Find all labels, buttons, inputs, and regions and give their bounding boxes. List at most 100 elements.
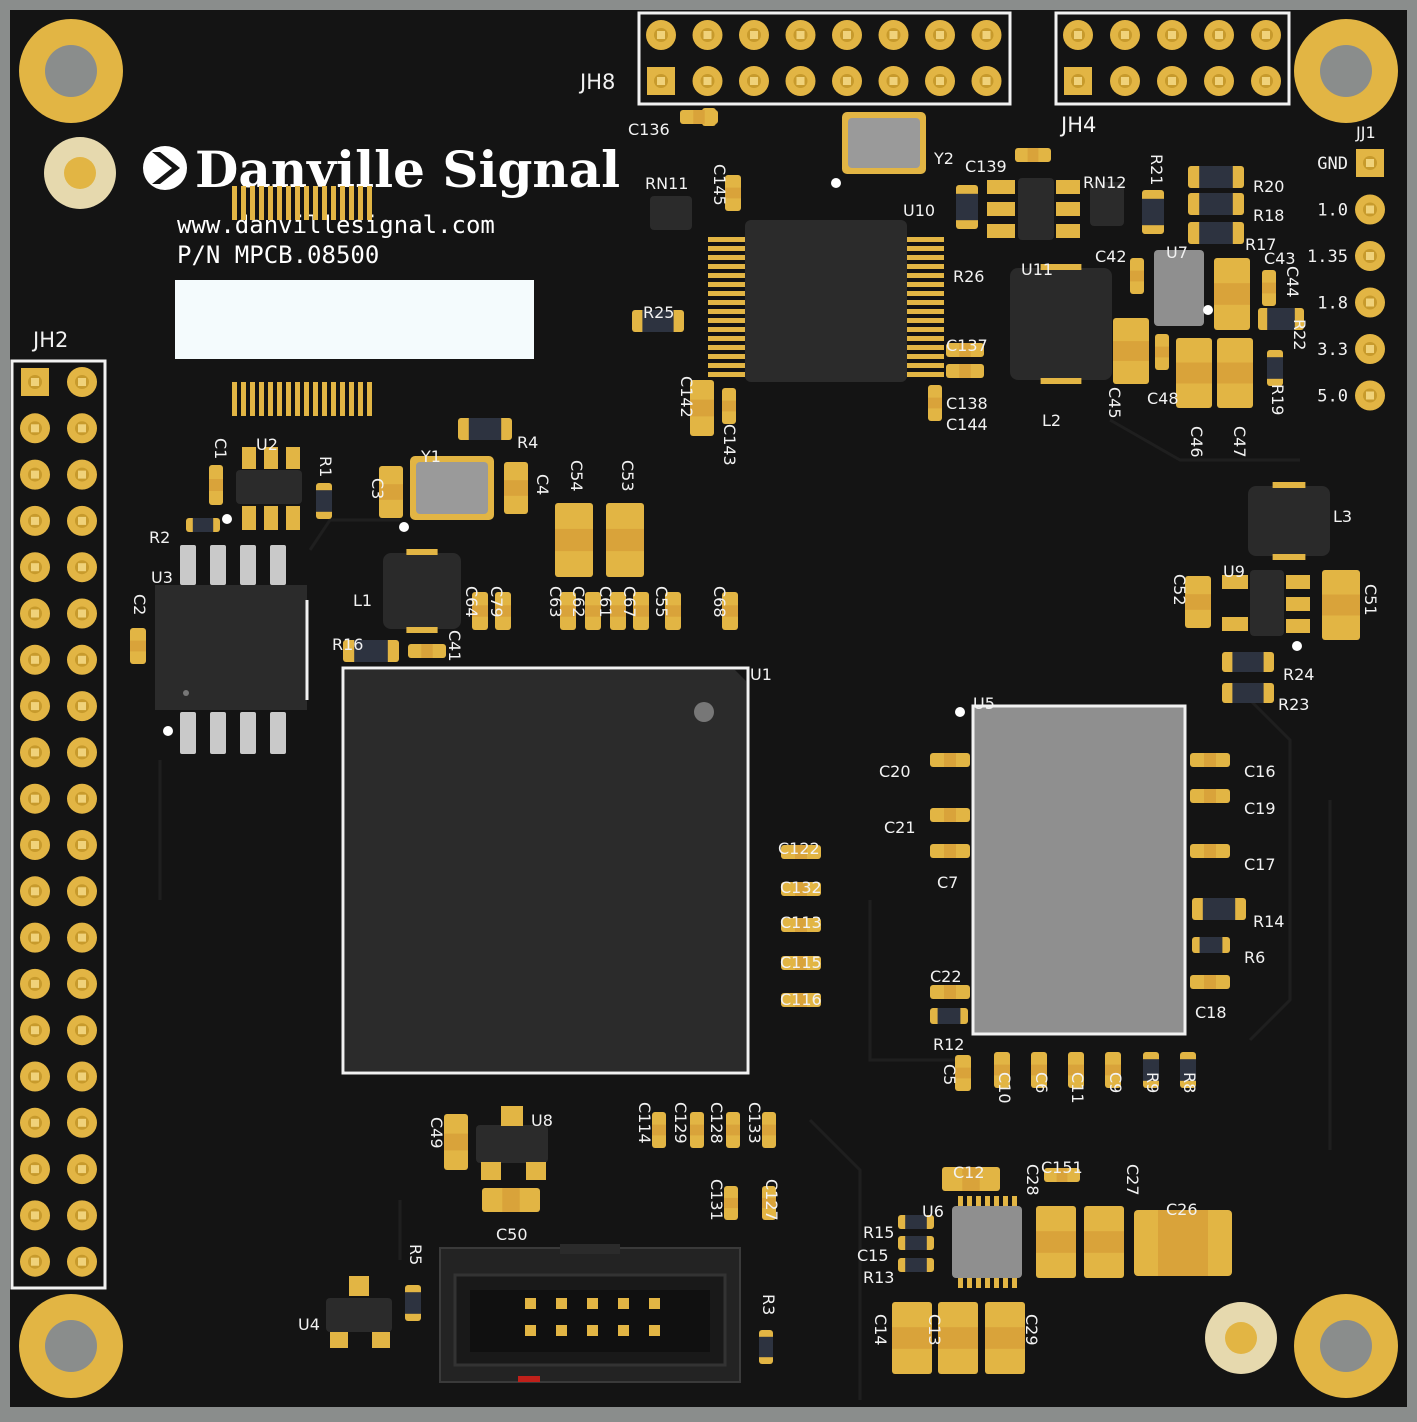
- qfp-pin: [367, 186, 372, 220]
- smd-capacitor: [994, 1052, 1010, 1088]
- ref-designator: U7: [1166, 243, 1188, 262]
- smd-capacitor: [379, 466, 403, 518]
- jh2-pin: [20, 1107, 50, 1138]
- jj1-pad: [1355, 334, 1385, 364]
- jh8-pin: [646, 20, 676, 50]
- jh4-pin: [1110, 20, 1140, 50]
- qfp-pin: [907, 354, 944, 359]
- jh2-pin: [67, 1154, 97, 1185]
- jh2-pin: [67, 1200, 97, 1231]
- smd-capacitor: [1262, 270, 1276, 306]
- th1-pin: [649, 1298, 660, 1309]
- jh2-pin: [67, 644, 97, 675]
- ref-designator: C26: [1166, 1200, 1198, 1219]
- ref-designator: R3: [759, 1294, 778, 1315]
- smd-capacitor: [482, 1188, 540, 1212]
- qfp-pin: [268, 382, 273, 416]
- mounting-hole-icon: [1294, 19, 1398, 123]
- smd-resistor: [1267, 350, 1283, 386]
- u5-shield: [955, 704, 1187, 1036]
- ref-designator: C1: [211, 438, 230, 459]
- qfp-pin: [241, 186, 246, 220]
- jh2-pin: [67, 691, 97, 722]
- jh2-pin: [67, 459, 97, 490]
- qfp-pin: [708, 354, 745, 359]
- smd-capacitor: [722, 592, 738, 630]
- ref-designator: C61: [596, 586, 615, 618]
- jh2-pin: [20, 783, 50, 814]
- mounting-hole-icon: [19, 1294, 123, 1398]
- jh2-pin: [20, 691, 50, 722]
- smd-capacitor: [1185, 576, 1211, 628]
- smd-resistor: [1188, 166, 1244, 188]
- ref-designator: R23: [1278, 695, 1309, 714]
- smd-resistor: [343, 640, 399, 662]
- smd-capacitor: [555, 503, 593, 577]
- th1-pin: [587, 1298, 598, 1309]
- jh4-pin: [1251, 66, 1281, 96]
- ref-designator: C28: [1023, 1164, 1042, 1196]
- smd-resistor: [1188, 222, 1244, 244]
- smd-capacitor: [930, 753, 970, 767]
- jh8-pin: [925, 20, 955, 50]
- ref-designator: U10: [903, 201, 935, 220]
- u2-chip: [236, 470, 302, 504]
- smd-resistor: [1142, 190, 1164, 234]
- jh4-label: JH4: [1059, 113, 1096, 137]
- jh2-pin: [20, 1015, 50, 1046]
- danville-logo: Danville Signal www.danvillesignal.com P…: [143, 140, 620, 269]
- ref-designator: L3: [1333, 507, 1352, 526]
- ref-designator: C17: [1244, 855, 1276, 874]
- ref-designator: Y1: [420, 447, 441, 466]
- qfp-pin: [907, 363, 944, 368]
- smd-capacitor: [130, 628, 146, 664]
- jh8-pin: [739, 20, 769, 50]
- ref-designator: R26: [953, 267, 984, 286]
- qfp-pin: [907, 273, 944, 278]
- mounting-hole-icon: [1294, 1294, 1398, 1398]
- jh2-pin: [67, 783, 97, 814]
- ref-designator: R20: [1253, 177, 1284, 196]
- smd-resistor: [898, 1215, 934, 1229]
- qfp-pin: [907, 372, 944, 377]
- crystal-icon: [410, 456, 494, 520]
- ref-designator: C47: [1230, 426, 1249, 458]
- jh4-pin: [1063, 20, 1093, 50]
- smd-capacitor: [930, 844, 970, 858]
- smd-capacitor: [724, 1186, 738, 1220]
- qfp-pin: [358, 186, 363, 220]
- qfp-pin: [259, 382, 264, 416]
- jh2-pin: [21, 368, 49, 396]
- smd-capacitor: [1130, 258, 1144, 294]
- th1-pin: [525, 1298, 536, 1309]
- smd-resistor: [1143, 1052, 1159, 1088]
- ref-designator: R24: [1283, 665, 1314, 684]
- ref-designator: C131: [707, 1179, 726, 1221]
- smd-capacitor: [762, 1112, 776, 1148]
- inductor-icon: [383, 549, 461, 633]
- ref-designator: C144: [946, 415, 988, 434]
- smd-resistor: [1222, 683, 1274, 703]
- qfp-pin: [708, 237, 745, 242]
- smd-capacitor: [472, 592, 488, 630]
- smd-resistor: [186, 518, 220, 532]
- smd-capacitor: [762, 1186, 776, 1220]
- ref-designator: C114: [635, 1102, 654, 1144]
- qfp-pin: [907, 264, 944, 269]
- th1-pin: [556, 1325, 567, 1336]
- ref-designator: C27: [1123, 1164, 1142, 1196]
- smd-capacitor: [209, 465, 223, 505]
- ref-designator: R17: [1245, 235, 1276, 254]
- jh8-pin: [832, 20, 862, 50]
- pin1-dot: [1203, 305, 1213, 315]
- qfp-pin: [907, 318, 944, 323]
- ref-designator: RN11: [645, 174, 688, 193]
- ref-designator: C19: [1244, 799, 1276, 818]
- smd-resistor: [930, 1008, 968, 1024]
- jh2-pin: [67, 1107, 97, 1138]
- smd-capacitor: [722, 388, 736, 424]
- jj1-pad: [1356, 149, 1384, 177]
- ref-designator: C143: [720, 424, 739, 466]
- tan-hole-icon: [44, 137, 116, 209]
